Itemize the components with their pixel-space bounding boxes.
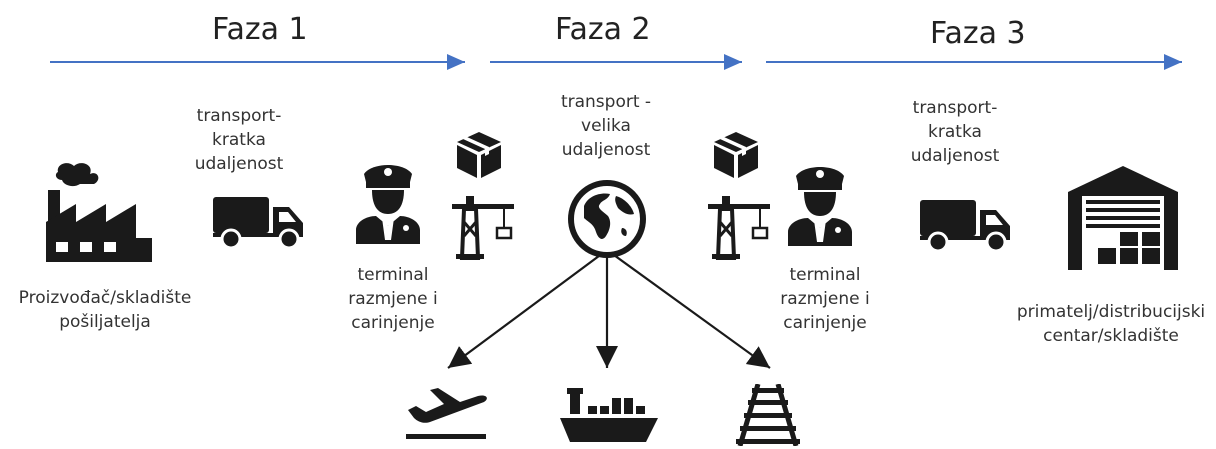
terminal-1-line: carinjenje — [351, 313, 435, 333]
destination-label: primatelj/distribucijski centar/skladišt… — [1006, 300, 1216, 348]
transport-long-line: velika — [581, 116, 631, 136]
warehouse-icon — [1068, 166, 1178, 270]
origin-label-line: pošiljatelja — [59, 312, 151, 332]
transport-long-label: transport - velika udaljenost — [546, 90, 666, 162]
origin-label-line: Proizvođač/skladište — [18, 288, 192, 308]
package-icon — [457, 132, 501, 178]
customs-officer-icon — [788, 167, 852, 246]
mode-arrow-rail — [606, 249, 771, 369]
terminal-2-label: terminal razmjene i carinjenje — [770, 263, 880, 335]
phase-3-title: Faza 3 — [930, 16, 1026, 51]
mode-arrow-air — [447, 249, 608, 369]
transport-long-line: udaljenost — [561, 140, 651, 160]
transport-short-2-line: kratka — [928, 122, 982, 142]
phase-1-title: Faza 1 — [212, 12, 308, 47]
terminal-2-line: terminal — [789, 265, 861, 285]
transport-long-line: transport - — [560, 92, 652, 112]
globe-icon — [568, 180, 646, 258]
truck-icon — [920, 200, 1010, 252]
port-crane-icon — [452, 196, 514, 260]
terminal-2-line: razmjene i — [780, 289, 870, 309]
transport-short-1-line: udaljenost — [194, 154, 284, 174]
terminal-1-line: razmjene i — [348, 289, 438, 309]
ship-icon — [560, 388, 658, 442]
destination-label-line: primatelj/distribucijski — [1016, 302, 1206, 322]
truck-icon — [213, 197, 303, 249]
factory-icon — [46, 163, 152, 262]
airplane-icon — [406, 388, 487, 439]
transport-short-1-line: kratka — [212, 130, 266, 150]
destination-label-line: centar/skladište — [1043, 326, 1179, 346]
terminal-2-line: carinjenje — [783, 313, 867, 333]
phase-2-title: Faza 2 — [555, 12, 651, 47]
origin-label: Proizvođač/skladište pošiljatelja — [5, 286, 205, 334]
customs-officer-icon — [356, 165, 420, 244]
terminal-1-line: terminal — [357, 265, 429, 285]
transport-short-1-label: transport- kratka udaljenost — [184, 104, 294, 176]
terminal-1-label: terminal razmjene i carinjenje — [338, 263, 448, 335]
transport-short-1-line: transport- — [196, 106, 282, 126]
transport-short-2-line: transport- — [912, 98, 998, 118]
railway-icon — [736, 384, 800, 446]
port-crane-icon — [708, 196, 770, 260]
transport-short-2-label: transport- kratka udaljenost — [900, 96, 1010, 168]
package-icon — [714, 132, 758, 178]
transport-short-2-line: udaljenost — [910, 146, 1000, 166]
